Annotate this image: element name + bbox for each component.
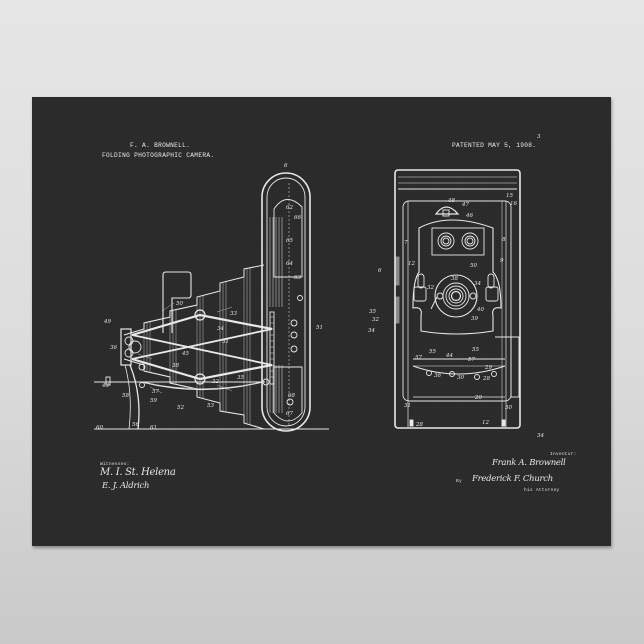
- svg-text:35: 35: [369, 309, 376, 315]
- svg-text:33: 33: [230, 311, 237, 317]
- svg-text:6: 6: [378, 268, 382, 274]
- svg-text:8: 8: [502, 237, 506, 243]
- side-view-labels: 6 50 49 36 45 34 31 33 35 32 38 57 58 59…: [96, 163, 323, 431]
- svg-text:46: 46: [465, 213, 473, 219]
- witnesses-label: Witnesses:: [100, 462, 130, 467]
- svg-text:15: 15: [506, 193, 513, 199]
- svg-text:55: 55: [429, 349, 436, 355]
- svg-text:67: 67: [286, 411, 293, 417]
- svg-text:52: 52: [177, 405, 184, 411]
- inventor-label: Inventor:: [550, 452, 577, 457]
- svg-text:65: 65: [286, 238, 293, 244]
- patent-title: FOLDING PHOTOGRAPHIC CAMERA.: [102, 152, 215, 159]
- svg-text:59: 59: [150, 398, 157, 404]
- svg-text:64: 64: [286, 261, 293, 267]
- svg-text:34: 34: [537, 433, 544, 439]
- inventor-header: F. A. BROWNELL.: [130, 142, 191, 149]
- svg-text:45: 45: [181, 351, 189, 357]
- svg-text:58: 58: [122, 393, 129, 399]
- svg-text:50: 50: [470, 263, 477, 269]
- attorney-signature: Frederick F. Church: [472, 474, 553, 484]
- svg-text:34: 34: [474, 281, 481, 287]
- svg-text:38: 38: [451, 276, 458, 282]
- svg-text:60: 60: [96, 425, 103, 431]
- svg-text:32: 32: [427, 285, 434, 291]
- by-label: By: [456, 479, 462, 484]
- svg-text:44: 44: [445, 353, 453, 359]
- svg-text:57: 57: [415, 355, 422, 361]
- patent-date: PATENTED MAY 5, 1908.: [452, 142, 537, 149]
- svg-text:48: 48: [447, 198, 455, 204]
- svg-text:50: 50: [176, 301, 183, 307]
- svg-text:56: 56: [132, 422, 139, 428]
- attorney-label: his Attorney: [524, 488, 560, 493]
- svg-text:32: 32: [372, 317, 379, 323]
- svg-text:29: 29: [484, 365, 492, 371]
- svg-text:63: 63: [294, 275, 301, 281]
- svg-text:7: 7: [404, 240, 408, 246]
- svg-text:9: 9: [500, 258, 504, 264]
- svg-text:43: 43: [101, 383, 109, 389]
- svg-text:36: 36: [110, 345, 117, 351]
- svg-text:30: 30: [457, 375, 464, 381]
- witness-signature-2: E. J. Aldrich: [102, 481, 150, 491]
- svg-text:32: 32: [212, 379, 219, 385]
- inventor-signature: Frank A. Brownell: [492, 458, 566, 468]
- patent-poster: F. A. BROWNELL. FOLDING PHOTOGRAPHIC CAM…: [32, 97, 611, 546]
- svg-text:57: 57: [468, 357, 475, 363]
- svg-text:66: 66: [294, 215, 301, 221]
- svg-text:30: 30: [505, 405, 512, 411]
- svg-text:55: 55: [472, 347, 479, 353]
- svg-text:57: 57: [152, 389, 159, 395]
- svg-text:34: 34: [217, 326, 224, 332]
- svg-text:53: 53: [207, 403, 214, 409]
- svg-text:20: 20: [474, 395, 482, 401]
- svg-text:12: 12: [408, 261, 415, 267]
- svg-text:39: 39: [471, 316, 478, 322]
- front-view-drawing: 3 48 47 46 15 16 7 8 6 9 12 50 38 32 34 …: [368, 134, 544, 439]
- svg-text:38: 38: [172, 363, 179, 369]
- svg-text:62: 62: [286, 205, 293, 211]
- svg-text:3: 3: [537, 134, 541, 140]
- svg-text:36: 36: [434, 373, 441, 379]
- svg-text:16: 16: [510, 201, 517, 207]
- side-view-drawing: 6 50 49 36 45 34 31 33 35 32 38 57 58 59…: [94, 163, 329, 432]
- svg-text:31: 31: [222, 339, 229, 345]
- svg-text:28: 28: [482, 376, 490, 382]
- svg-text:28: 28: [415, 422, 423, 428]
- svg-text:31: 31: [404, 403, 411, 409]
- svg-text:12: 12: [482, 420, 489, 426]
- svg-text:6: 6: [284, 163, 288, 169]
- svg-text:49: 49: [103, 319, 111, 325]
- front-view-labels: 3 48 47 46 15 16 7 8 6 9 12 50 38 32 34 …: [368, 134, 544, 439]
- svg-text:61: 61: [150, 425, 157, 431]
- svg-text:34: 34: [368, 328, 375, 334]
- svg-text:35: 35: [237, 375, 244, 381]
- witness-signature-1: M. I. St. Helena: [100, 467, 176, 478]
- svg-text:47: 47: [461, 202, 469, 208]
- svg-text:68: 68: [288, 393, 295, 399]
- svg-text:51: 51: [316, 325, 323, 331]
- svg-text:40: 40: [476, 307, 484, 313]
